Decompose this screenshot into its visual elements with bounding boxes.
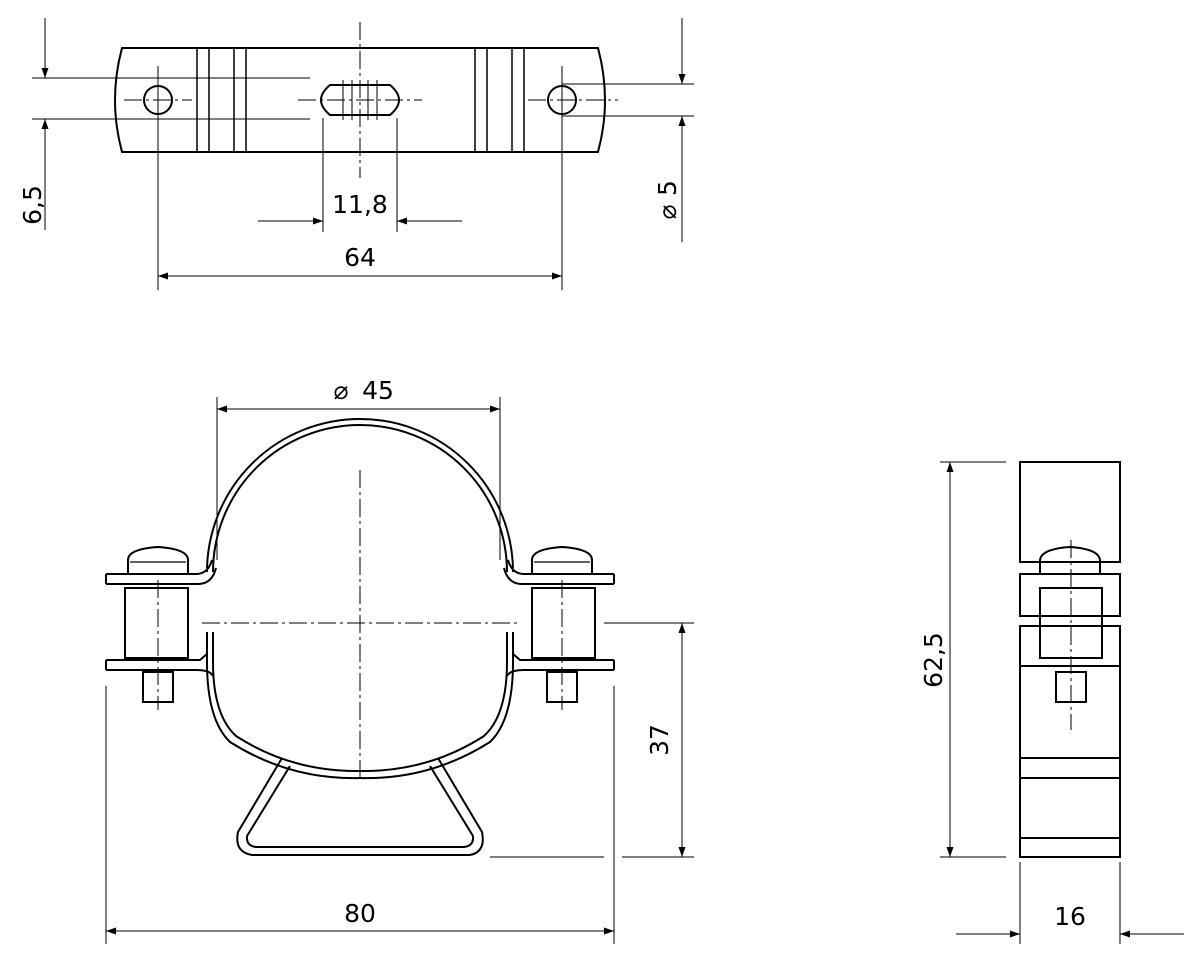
mounting-foot-inner — [245, 765, 475, 848]
clamp-ring-outer — [206, 418, 514, 573]
side-upper-flange — [1019, 573, 1121, 617]
side-lower-flange — [1019, 625, 1121, 667]
dim-axis-height-label: 37 — [645, 724, 674, 756]
dimension-lines-front — [106, 405, 686, 935]
side-body-lower — [1019, 757, 1121, 858]
dimension-lines-top — [41, 18, 686, 280]
strap-outline — [114, 47, 606, 153]
upper-flange-left — [105, 559, 217, 585]
dimension-lines-side — [946, 462, 1184, 938]
strap-ribs — [196, 48, 525, 152]
top-view — [32, 18, 694, 290]
side-screw — [1039, 540, 1103, 730]
dim-hole-diameter-label: 5 — [653, 180, 682, 196]
dim-overall-height-label: 62,5 — [919, 632, 948, 688]
dim-diameter-symbol-small: ⌀ — [653, 204, 682, 219]
upper-flange-right — [503, 559, 615, 585]
dim-side-width-label: 16 — [1054, 902, 1086, 931]
dim-hole-spacing-label: 64 — [344, 243, 376, 272]
dim-diameter-symbol-large: ⌀ — [333, 376, 348, 405]
lower-flange-right — [506, 653, 615, 677]
adjustment-slot — [320, 84, 400, 116]
screw-right — [531, 545, 596, 710]
extension-lines-side — [940, 461, 1121, 944]
front-view — [105, 397, 694, 944]
clamp-ring-inner — [212, 424, 508, 573]
centerlines-top — [124, 22, 618, 178]
dim-slot-width-label: 11,8 — [332, 190, 388, 219]
extension-lines-top — [32, 77, 694, 290]
centerlines-front — [202, 470, 518, 780]
side-view — [940, 461, 1184, 944]
dim-pipe-diameter-label: 45 — [362, 376, 394, 405]
dim-overall-width-label: 80 — [344, 899, 376, 928]
mounting-foot — [236, 757, 484, 856]
dim-thickness-label: 6,5 — [18, 185, 47, 225]
lower-flange-left — [105, 653, 214, 677]
screw-left — [124, 545, 189, 710]
